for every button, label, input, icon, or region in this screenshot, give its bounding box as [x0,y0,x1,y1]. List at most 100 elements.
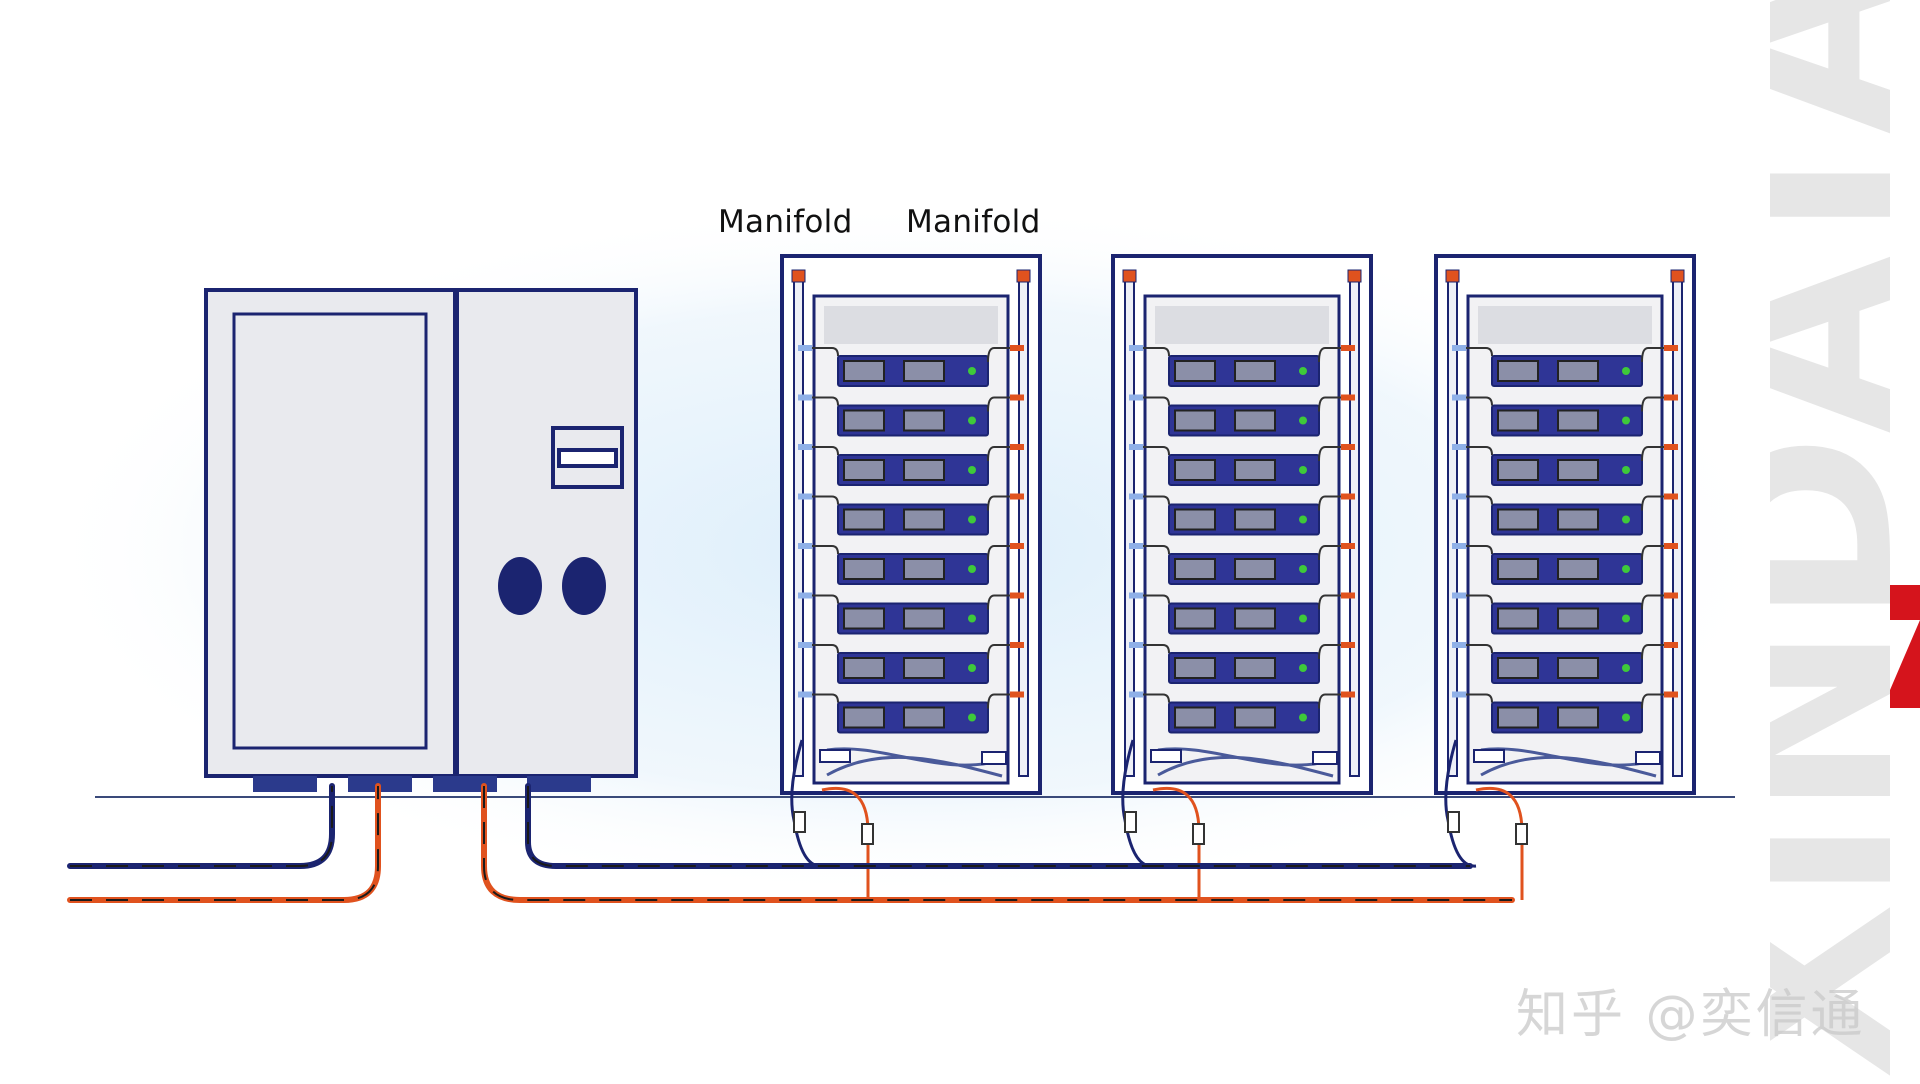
return-hose [1318,545,1350,561]
supply-valve [1124,811,1137,833]
status-led [1299,713,1307,722]
return-hose [1318,495,1350,511]
status-led [1622,664,1630,672]
status-led [968,416,976,425]
return-connector [1341,691,1355,698]
brand-logo-mark [1890,585,1920,708]
supply-connector [798,394,812,401]
return-valve [861,823,874,845]
supply-cap [791,269,806,283]
cold-plate-left [1174,657,1216,679]
return-hose [1318,396,1350,412]
server-unit [798,642,1024,684]
status-led [968,515,976,524]
supply-connector [1452,345,1466,351]
cdu-foot-2 [433,776,497,792]
status-led [1622,466,1630,474]
cold-plate-left [1174,706,1216,729]
server-unit [1129,444,1355,486]
return-connector [1010,543,1024,549]
return-connector [1010,642,1024,648]
rack-top-panel [1155,306,1329,344]
supply-hose [803,693,839,703]
supply-connector [798,642,812,648]
return-connector [1664,642,1678,648]
coolant-supply-main-stripe [527,786,1470,867]
cold-plate-left [1174,360,1216,382]
server-unit [1129,345,1355,387]
status-led [968,713,976,722]
status-led [1299,614,1307,623]
cold-plate-right [1234,558,1276,580]
cold-plate-right [1557,508,1599,531]
server-unit [798,543,1024,585]
cold-plate-right [1557,706,1599,729]
return-hose [1318,446,1350,462]
supply-connector [1129,642,1143,648]
return-connector [1664,493,1678,500]
return-connector [1010,444,1024,450]
cold-plate-right [1234,657,1276,679]
server-unit [1452,691,1678,734]
return-hose [987,545,1019,561]
server-unit [1452,642,1678,684]
status-led [1299,466,1307,474]
return-connector [1664,394,1678,401]
return-hose [1318,693,1350,709]
supply-hose [1457,693,1493,703]
return-hose [1318,644,1350,660]
cold-plate-right [1234,409,1276,432]
supply-hose [1134,396,1170,406]
cold-plate-right [903,706,945,729]
supply-valve [1447,811,1460,833]
supply-connector [798,543,812,549]
return-connector [1010,691,1024,698]
supply-valve [793,811,806,833]
return-connector [1341,394,1355,401]
coolant-return-main-stripe [483,786,1512,901]
supply-cap [1445,269,1460,283]
cdu-cabinet-icon [204,288,638,792]
supply-hose [1457,446,1493,456]
server-unit [1452,444,1678,486]
status-led [968,565,976,573]
brand-logo: XINDATA [1770,0,1920,1080]
manifold-label-supply: Manifold [718,204,853,240]
cold-plate-right [903,459,945,481]
manifold-label-return: Manifold [906,204,1041,240]
server-unit [1129,543,1355,585]
return-valve [1515,823,1528,845]
supply-cap [1122,269,1137,283]
cold-plate-left [1497,360,1539,382]
server-unit [1452,543,1678,585]
supply-hose [803,644,839,654]
server-unit [1129,691,1355,734]
supply-hose [803,495,839,505]
server-rack-icon [1434,254,1696,900]
return-connector [1664,592,1678,599]
supply-hose [1134,693,1170,703]
status-led [1299,664,1307,672]
return-connector [1341,543,1355,549]
return-hose [1641,446,1673,462]
status-led [1622,416,1630,425]
cold-plate-right [1234,360,1276,382]
return-connector [1010,592,1024,599]
supply-connector [1452,642,1466,648]
cdu-button-left [498,557,542,615]
cold-plate-left [1497,657,1539,679]
return-hose [987,693,1019,709]
return-connector [1010,493,1024,500]
supply-hose [1134,594,1170,604]
status-led [968,367,976,375]
status-led [1622,367,1630,375]
rack-top-panel [1478,306,1652,344]
supply-hose [1134,644,1170,654]
cold-plate-left [1174,508,1216,531]
status-led [1299,565,1307,573]
supply-connector [798,592,812,599]
cold-plate-right [903,508,945,531]
return-connector [1341,444,1355,450]
